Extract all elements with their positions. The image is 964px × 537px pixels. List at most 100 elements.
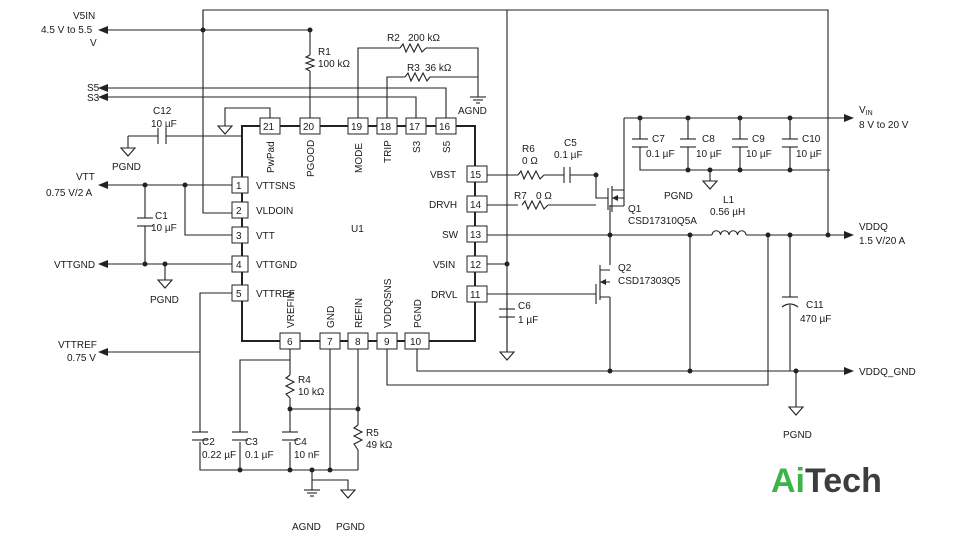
svg-text:20: 20 <box>303 122 315 133</box>
svg-text:R7: R7 <box>514 191 527 202</box>
svg-text:Q1: Q1 <box>628 204 642 215</box>
svg-text:Q2: Q2 <box>618 263 632 274</box>
svg-text:VTTGND: VTTGND <box>256 260 297 271</box>
ic-ref: U1 <box>351 224 364 235</box>
net-vddq-spec: 1.5 V/20 A <box>859 236 905 247</box>
svg-text:MODE: MODE <box>354 143 365 173</box>
pin-7: 7 GND <box>319 306 341 350</box>
ground-symbols <box>119 96 805 499</box>
svg-text:VLDOIN: VLDOIN <box>256 206 293 217</box>
svg-text:PGOOD: PGOOD <box>306 140 317 177</box>
svg-text:CSD17303Q5: CSD17303Q5 <box>618 276 681 287</box>
svg-text:19: 19 <box>351 122 363 133</box>
svg-text:10: 10 <box>410 337 422 348</box>
svg-text:C9: C9 <box>752 134 765 145</box>
ground-icon <box>216 125 234 135</box>
logo-part-tech: Tech <box>805 462 882 500</box>
svg-text:DRVL: DRVL <box>431 290 458 301</box>
svg-text:TRIP: TRIP <box>383 140 394 163</box>
net-pgnd-bottom: PGND <box>336 522 365 533</box>
svg-text:VDDQSNS: VDDQSNS <box>383 278 394 328</box>
pin-13: 13 SW <box>442 225 488 243</box>
svg-text:C7: C7 <box>652 134 665 145</box>
svg-text:VBST: VBST <box>430 170 456 181</box>
net-pgnd-c11: PGND <box>783 430 812 441</box>
svg-text:470 µF: 470 µF <box>800 314 831 325</box>
svg-text:0.1 µF: 0.1 µF <box>245 450 274 461</box>
resistor-r7: R7 0 Ω <box>514 191 552 211</box>
svg-text:VTTREF: VTTREF <box>256 289 295 300</box>
svg-text:GND: GND <box>326 306 337 328</box>
pin-3: 3 VTT <box>231 226 275 244</box>
ground-icon <box>339 489 357 499</box>
ground-icon <box>498 351 516 361</box>
svg-text:DRVH: DRVH <box>429 200 457 211</box>
svg-text:0 Ω: 0 Ω <box>522 156 538 167</box>
pin-2: 2 VLDOIN <box>231 201 293 219</box>
svg-text:PwPad: PwPad <box>266 141 277 173</box>
svg-text:16: 16 <box>439 122 451 133</box>
svg-text:S5: S5 <box>442 140 453 153</box>
svg-text:C4: C4 <box>294 437 307 448</box>
net-vddq: VDDQ <box>859 222 888 233</box>
svg-text:VTTSNS: VTTSNS <box>256 181 296 192</box>
svg-text:10 kΩ: 10 kΩ <box>298 387 325 398</box>
capacitor-c1: C1 10 µF <box>137 211 177 234</box>
capacitor-c2: C2 0.22 µF <box>192 431 236 461</box>
capacitor-c7: C7 0.1 µF <box>632 134 675 160</box>
pin-14: 14 DRVH <box>429 195 488 213</box>
svg-text:R3: R3 <box>407 63 420 74</box>
svg-text:13: 13 <box>470 230 482 241</box>
svg-text:49 kΩ: 49 kΩ <box>366 440 393 451</box>
resistor-r6: R6 0 Ω <box>517 144 545 181</box>
svg-text:C3: C3 <box>245 437 258 448</box>
svg-text:1: 1 <box>236 181 242 192</box>
pin-20: 20 PGOOD <box>299 117 321 177</box>
svg-text:VTT: VTT <box>256 231 275 242</box>
svg-text:14: 14 <box>470 200 482 211</box>
net-pgnd-vin: PGND <box>664 191 693 202</box>
svg-text:0.56 µH: 0.56 µH <box>710 207 745 218</box>
svg-text:15: 15 <box>470 170 482 181</box>
pin-17: 17 S3 <box>405 117 427 153</box>
capacitor-c3: C3 0.1 µF <box>232 431 274 461</box>
ground-icon <box>156 279 174 289</box>
pin-12: 12 V5IN <box>433 255 488 273</box>
net-vin: VIN <box>859 105 873 117</box>
svg-text:10 µF: 10 µF <box>151 223 177 234</box>
capacitor-c5: C5 0.1 µF <box>554 138 583 183</box>
svg-text:CSD17310Q5A: CSD17310Q5A <box>628 216 697 227</box>
net-vddq-gnd: VDDQ_GND <box>859 367 916 378</box>
net-v5in: V5IN <box>73 11 95 22</box>
svg-text:6: 6 <box>287 337 293 348</box>
svg-text:10 µF: 10 µF <box>746 149 772 160</box>
ground-icon <box>701 180 719 190</box>
net-v5in-range-unit: V <box>90 38 97 49</box>
pin-18: 18 TRIP <box>376 117 398 163</box>
svg-text:0 Ω: 0 Ω <box>536 191 552 202</box>
pin-9: 9 VDDQSNS <box>376 278 398 350</box>
pin-21: 21 PwPad <box>259 117 281 173</box>
pin-19: 19 MODE <box>347 117 369 173</box>
resistor-r4: R4 10 kΩ <box>284 374 325 399</box>
svg-text:21: 21 <box>263 122 275 133</box>
svg-text:12: 12 <box>470 260 482 271</box>
svg-text:REFIN: REFIN <box>354 298 365 328</box>
capacitor-c10: C10 10 µF <box>782 134 822 160</box>
svg-text:5: 5 <box>236 289 242 300</box>
svg-text:R6: R6 <box>522 144 535 155</box>
svg-text:11: 11 <box>470 290 481 301</box>
net-arrows <box>98 26 854 375</box>
svg-text:4: 4 <box>236 260 242 271</box>
pin-15: 15 VBST <box>430 165 488 183</box>
resistor-r5: R5 49 kΩ <box>352 424 393 451</box>
svg-text:9: 9 <box>384 337 390 348</box>
svg-text:C12: C12 <box>153 106 172 117</box>
logo-part-ai: Ai <box>771 462 805 500</box>
pin-10: 10 PGND <box>404 299 430 350</box>
svg-text:1 µF: 1 µF <box>518 315 538 326</box>
svg-text:S3: S3 <box>412 140 423 153</box>
svg-text:C8: C8 <box>702 134 715 145</box>
capacitor-c12: C12 10 µF <box>151 106 177 144</box>
